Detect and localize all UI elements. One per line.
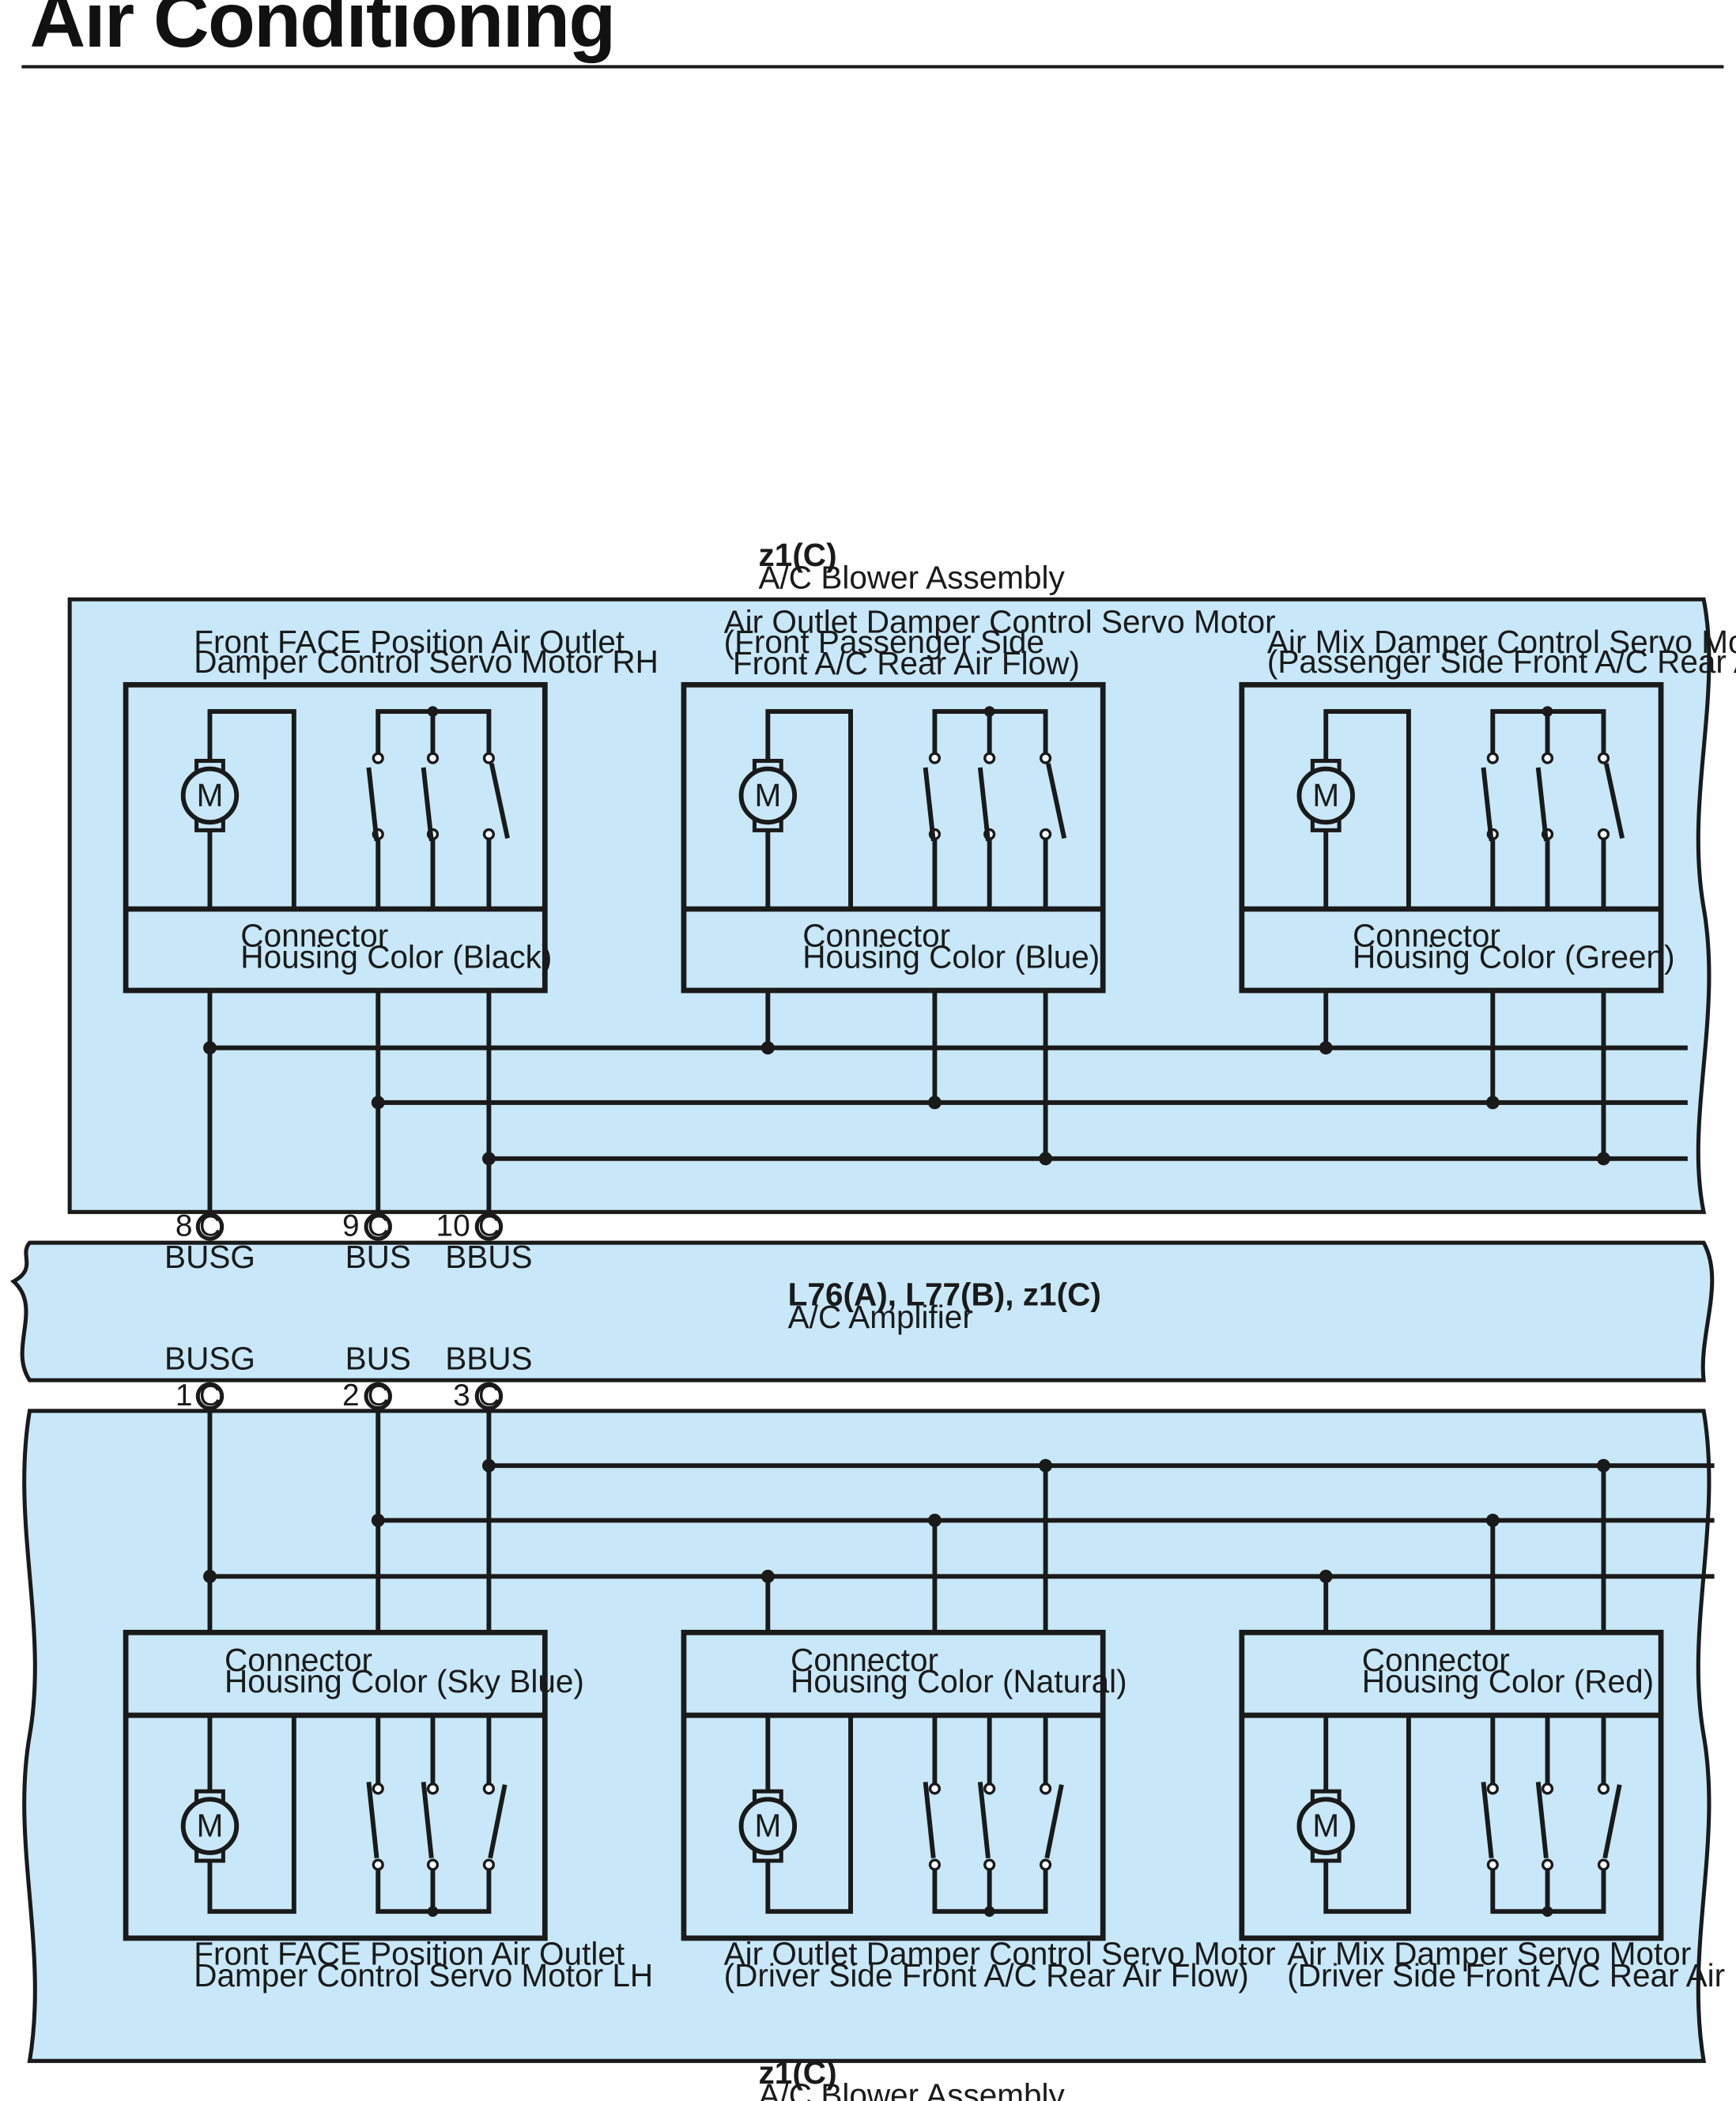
pin-signal: BUSG — [164, 1239, 255, 1275]
pin-connector-letter: C — [478, 1379, 500, 1412]
bottom-assembly-panel — [22, 1409, 1711, 2063]
pin-signal: BBUS — [445, 1239, 532, 1275]
motor-symbol: M — [1312, 777, 1339, 813]
top-motor-3-title-line-1: Air Mix Damper Control Servo Motor — [1267, 624, 1736, 660]
top-motor-1-title-line-1: Front FACE Position Air Outlet — [194, 624, 625, 660]
bottom-motor-2-connector-line-1: Connector — [791, 1642, 938, 1678]
bottom-motor-1-connector-line-1: Connector — [225, 1642, 372, 1678]
bottom-pin-2: BUS C 2 — [342, 1341, 411, 1413]
bottom-pin-1: BUSG C 1 — [164, 1341, 255, 1413]
motor-icon — [1296, 1797, 1355, 1855]
top-motor-3: M Connector Housing Color (Green) — [1239, 681, 1675, 994]
top-motor-2-title-line-3: Front A/C Rear Air Flow) — [724, 645, 1080, 681]
bottom-motor-1-title-line-2: Damper Control Servo Motor LH — [194, 1957, 653, 1993]
top-pin-10: C 10 BBUS — [436, 1209, 533, 1276]
pin-number: 9 — [342, 1209, 360, 1243]
motor-icon — [738, 766, 798, 825]
bottom-motor-2-title-line-1: Air Outlet Damper Control Servo Motor — [724, 1936, 1276, 1972]
pin-number: 1 — [175, 1379, 193, 1413]
pin-signal: BUSG — [164, 1341, 255, 1377]
amplifier-code: L76(A), L77(B), z1(C) — [788, 1277, 1101, 1313]
pin-signal: BUS — [345, 1239, 411, 1275]
motor-symbol: M — [197, 1808, 224, 1844]
bottom-motor-3-connector-line-1: Connector — [1362, 1642, 1510, 1678]
pin-connector-letter: C — [368, 1379, 389, 1412]
top-motor-1: M Connector Housing Color (Black) — [123, 681, 552, 994]
switch-icon — [366, 1782, 508, 1871]
top-bus-wiring — [203, 990, 1688, 1214]
top-motor-3-connector-line-2: Housing Color (Green) — [1353, 938, 1675, 975]
bottom-motor-2: M Connector Housing Color (Natural) — [681, 1629, 1127, 1941]
bottom-bus-wiring — [203, 1408, 1715, 1631]
bottom-motor-3-connector-line-2: Housing Color (Red) — [1362, 1663, 1654, 1699]
pin-connector-letter: C — [368, 1209, 389, 1243]
motor-icon — [180, 1797, 240, 1855]
pin-signal: BBUS — [445, 1341, 532, 1377]
bottom-pin-3: BBUS C 3 — [445, 1341, 532, 1413]
bottom-assembly-name: A/C Blower Assembly — [759, 2077, 1066, 2101]
pin-number: 8 — [175, 1209, 193, 1243]
top-motor-3-connector-line-1: Connector — [1353, 917, 1500, 953]
motor-symbol: M — [1312, 1808, 1339, 1844]
top-motor-1-connector-line-2: Housing Color (Black) — [240, 938, 552, 975]
pin-number: 10 — [436, 1209, 470, 1243]
amplifier-name: A/C Amplifier — [788, 1299, 973, 1335]
motor-symbol: M — [754, 777, 781, 813]
top-motor-2-title-line-2: (Front Passenger Side — [724, 624, 1044, 660]
switch-icon — [1481, 752, 1625, 842]
pin-connector-letter: C — [478, 1209, 500, 1243]
pin-connector-letter: C — [199, 1209, 221, 1243]
bottom-motor-1-connector-line-2: Housing Color (Sky Blue) — [225, 1663, 584, 1699]
motor-icon — [738, 1797, 798, 1855]
top-assembly-name: A/C Blower Assembly — [759, 560, 1066, 596]
motor-symbol: M — [754, 1808, 781, 1844]
pin-number: 3 — [453, 1379, 470, 1413]
bottom-motor-2-title-line-2: (Driver Side Front A/C Rear Air Flow) — [724, 1957, 1249, 1993]
top-motor-2-connector-line-1: Connector — [802, 917, 950, 953]
bottom-motor-3-title-line-2: (Driver Side Front A/C Rear Air Flow) — [1287, 1957, 1736, 1993]
top-assembly-panel — [67, 597, 1711, 1214]
switch-icon — [923, 752, 1067, 842]
pin-signal: BUS — [345, 1341, 411, 1377]
bottom-motor-1-title-line-1: Front FACE Position Air Outlet — [194, 1936, 625, 1972]
page-title: Air Conditioning — [30, 0, 615, 63]
top-pin-9: C 9 BUS — [342, 1209, 411, 1276]
top-motor-2-title-line-1: Air Outlet Damper Control Servo Motor — [724, 603, 1276, 639]
bottom-motor-1: M Connector Housing Color (Sky Blue) — [123, 1629, 584, 1941]
switch-icon — [923, 1782, 1064, 1871]
pin-number: 2 — [342, 1379, 360, 1413]
bottom-motor-3-title-line-1: Air Mix Damper Servo Motor — [1287, 1936, 1691, 1972]
top-motor-1-title-line-2: Damper Control Servo Motor RH — [194, 643, 659, 680]
top-motor-1-connector-line-1: Connector — [240, 917, 388, 953]
bottom-motor-3: M Connector Housing Color (Red) — [1239, 1629, 1664, 1941]
motor-icon — [180, 766, 240, 825]
motor-symbol: M — [197, 777, 224, 813]
connector-pin-icon — [364, 1213, 392, 1241]
top-motor-3-title-line-2: (Passenger Side Front A/C Rear Air Flow) — [1267, 643, 1736, 680]
amplifier-panel — [9, 1240, 1715, 1382]
bottom-motor-2-connector-line-2: Housing Color (Natural) — [791, 1663, 1127, 1699]
switch-icon — [1481, 1782, 1622, 1871]
motor-icon — [1296, 766, 1355, 825]
bottom-assembly-code: z1(C) — [759, 2054, 837, 2091]
pin-connector-letter: C — [199, 1379, 221, 1412]
connector-pin-icon — [195, 1213, 225, 1241]
top-assembly-code: z1(C) — [759, 537, 837, 573]
top-motor-2: M Connector Housing Color (Blue) — [681, 681, 1106, 994]
switch-icon — [366, 752, 510, 842]
top-pin-8: C 8 BUSG — [164, 1209, 255, 1276]
top-motor-2-connector-line-2: Housing Color (Blue) — [802, 938, 1100, 975]
connector-pin-icon — [474, 1213, 504, 1241]
